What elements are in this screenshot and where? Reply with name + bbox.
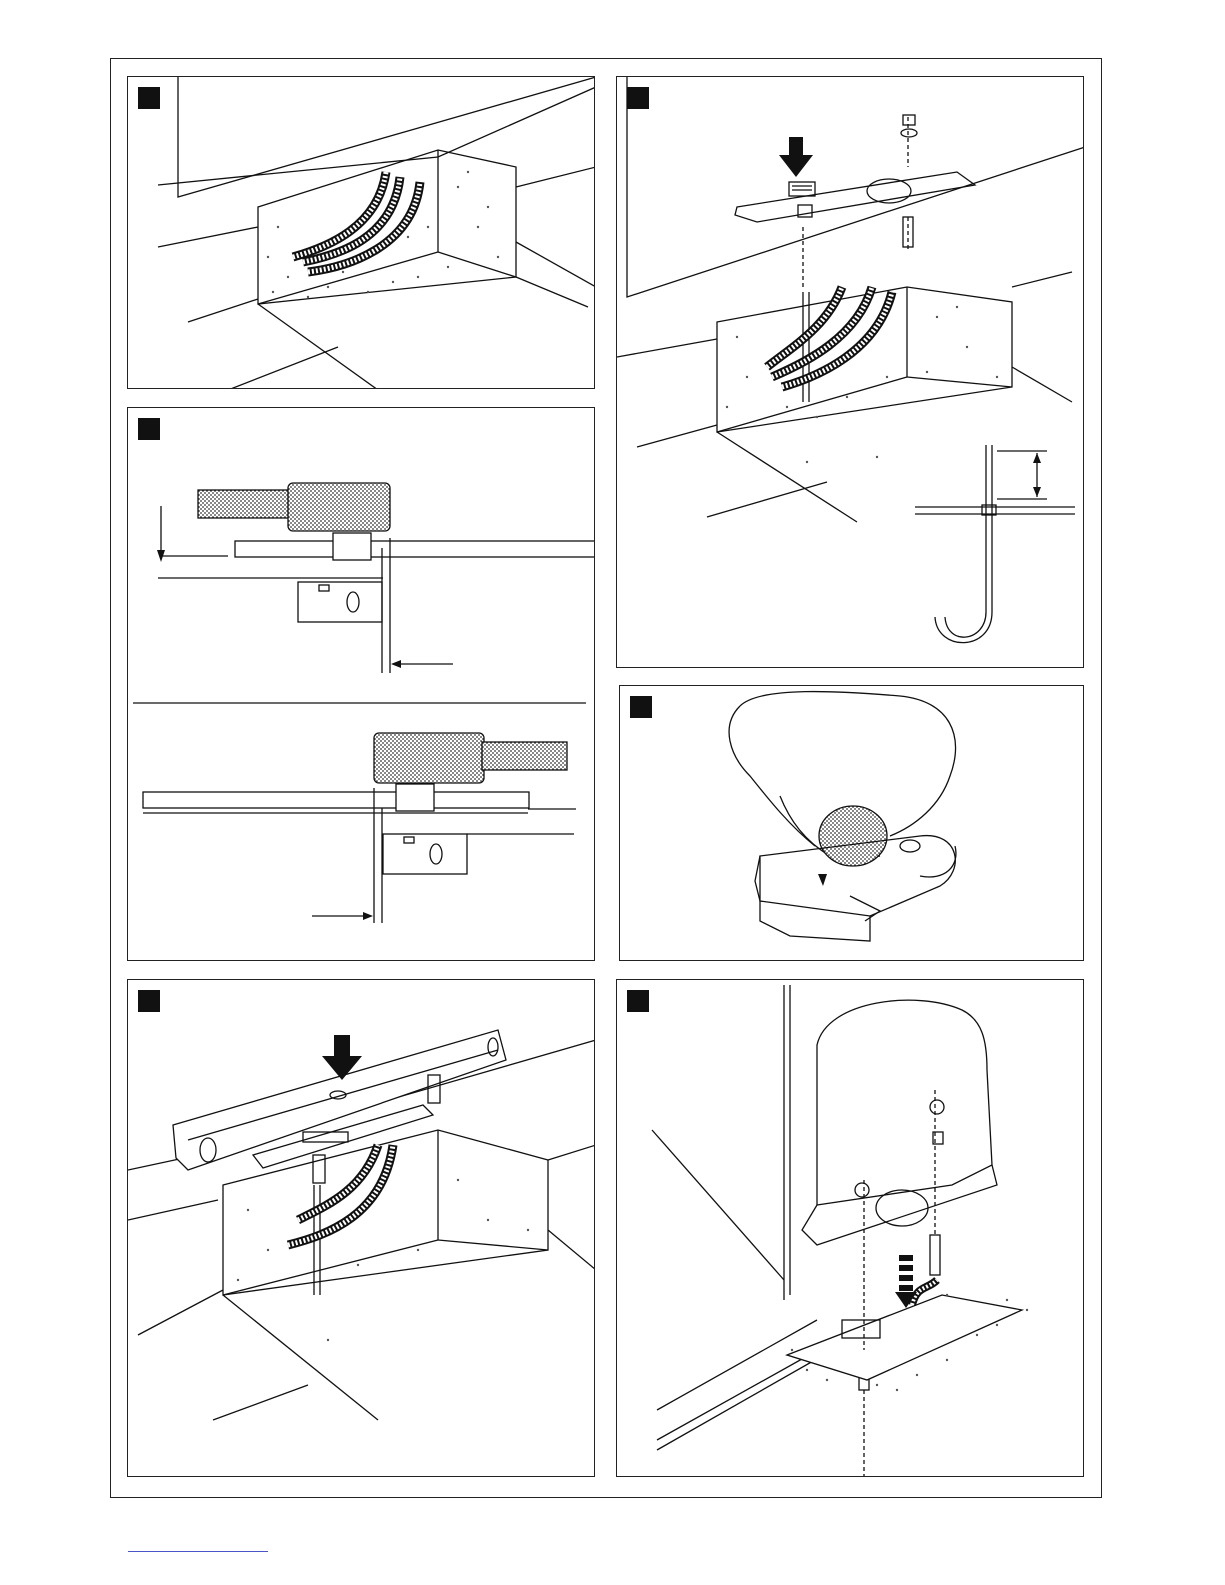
spirit-level-icon: [128, 980, 595, 1477]
panel-3-alignment: [127, 407, 595, 961]
panel-2-plate-install: [616, 76, 1084, 668]
panel-4-manual-release: [619, 685, 1084, 961]
panel-6-motor-mount: [616, 979, 1084, 1477]
motor-mount-icon: [617, 980, 1084, 1477]
excavation-conduits-icon: [128, 77, 595, 389]
panel-1-excavation: [127, 76, 595, 389]
footer-link-underline[interactable]: [128, 1551, 268, 1552]
hand-release-icon: [620, 686, 1084, 961]
plate-bolts-icon: [617, 77, 1084, 668]
gate-alignment-icon: [128, 408, 595, 961]
panel-5-leveling: [127, 979, 595, 1477]
